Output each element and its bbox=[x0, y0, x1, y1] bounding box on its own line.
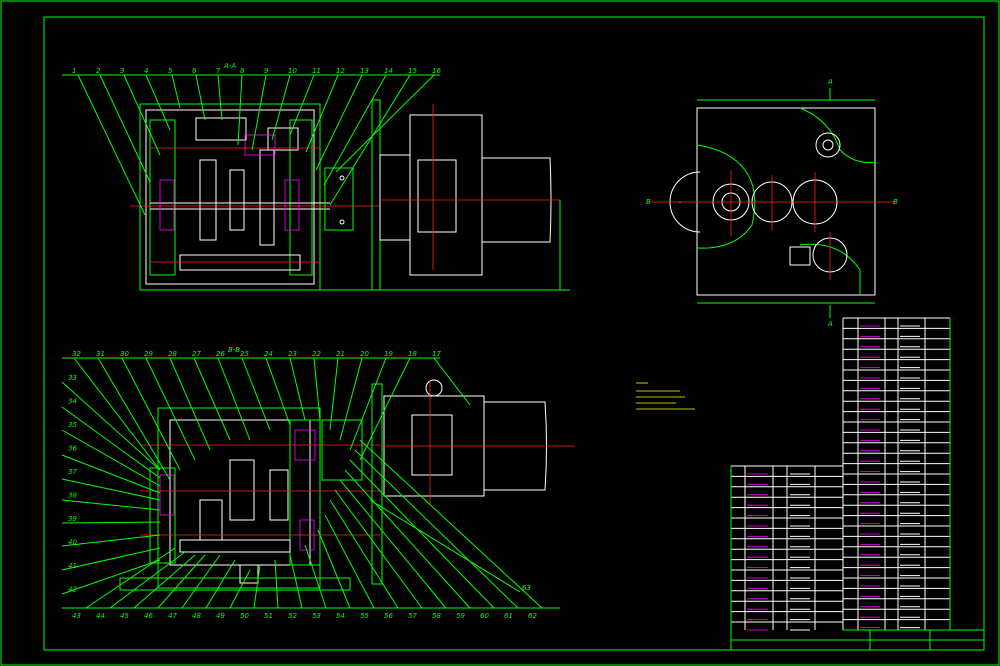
balloon-number: 58 bbox=[432, 612, 441, 620]
balloon-number: 14 bbox=[384, 67, 393, 75]
balloon-number: 18 bbox=[408, 350, 417, 358]
balloon-63: 63 bbox=[522, 584, 531, 592]
balloon-number: 53 bbox=[312, 612, 321, 620]
balloon-number: 22 bbox=[312, 350, 321, 358]
balloon-number: 33 bbox=[68, 374, 77, 382]
balloon-number: 54 bbox=[336, 612, 345, 620]
balloon-number: 39 bbox=[68, 515, 77, 523]
balloon-number: 10 bbox=[288, 67, 297, 75]
side-view bbox=[650, 88, 895, 318]
balloon-number: 34 bbox=[68, 398, 77, 406]
balloon-number: 28 bbox=[168, 350, 177, 358]
balloon-number: 50 bbox=[240, 612, 249, 620]
section-view-a bbox=[130, 99, 570, 291]
balloon-number: 24 bbox=[264, 350, 273, 358]
balloon-number: 55 bbox=[360, 612, 369, 620]
section-view-b bbox=[119, 379, 575, 591]
balloon-number: 1 bbox=[72, 67, 76, 75]
section-a-label: A-A bbox=[223, 62, 236, 70]
balloon-number: 32 bbox=[72, 350, 81, 358]
balloon-number: 42 bbox=[68, 586, 77, 594]
balloon-number: 9 bbox=[264, 67, 269, 75]
balloon-number: 8 bbox=[240, 67, 245, 75]
mark-a-top: A bbox=[827, 78, 833, 86]
balloon-number: 38 bbox=[68, 492, 77, 500]
tech-notes bbox=[636, 382, 695, 410]
balloon-number: 6 bbox=[192, 67, 197, 75]
balloon-number: 46 bbox=[144, 612, 153, 620]
balloon-number: 57 bbox=[408, 612, 417, 620]
section-b-label: B-B bbox=[228, 346, 240, 354]
balloon-number: 40 bbox=[68, 539, 77, 547]
parts-list bbox=[730, 317, 984, 650]
balloon-number: 37 bbox=[68, 468, 77, 476]
top-leaders bbox=[62, 74, 440, 216]
balloon-number: 52 bbox=[288, 612, 297, 620]
inner-frame bbox=[43, 16, 985, 651]
balloon-number: 19 bbox=[384, 350, 393, 358]
balloon-number: 26 bbox=[216, 350, 225, 358]
balloon-number: 48 bbox=[192, 612, 201, 620]
balloon-number: 23 bbox=[288, 350, 297, 358]
balloon-number: 20 bbox=[360, 350, 369, 358]
mark-b-left: B bbox=[646, 198, 651, 206]
balloon-number: 60 bbox=[480, 612, 489, 620]
balloon-number: 5 bbox=[168, 67, 173, 75]
balloon-number: 7 bbox=[216, 67, 221, 75]
balloon-number: 56 bbox=[384, 612, 393, 620]
table-cell-marks bbox=[747, 325, 920, 631]
balloon-number: 47 bbox=[168, 612, 177, 620]
balloon-number: 41 bbox=[68, 562, 77, 570]
balloon-number: 59 bbox=[456, 612, 465, 620]
balloon-number: 12 bbox=[336, 67, 345, 75]
balloon-number: 43 bbox=[72, 612, 81, 620]
balloon-number: 16 bbox=[432, 67, 441, 75]
balloon-number: 4 bbox=[144, 67, 148, 75]
balloon-number: 2 bbox=[96, 67, 101, 75]
mark-a-bottom: A bbox=[827, 320, 833, 328]
balloon-number: 45 bbox=[120, 612, 129, 620]
labels: A-A B-B A A B B 63 bbox=[223, 62, 898, 592]
balloon-number: 3 bbox=[120, 67, 124, 75]
balloon-number: 25 bbox=[240, 350, 249, 358]
balloon-number: 61 bbox=[504, 612, 513, 620]
bottom-leaders bbox=[61, 357, 560, 609]
balloon-number: 49 bbox=[216, 612, 225, 620]
balloon-number: 62 bbox=[528, 612, 537, 620]
balloon-number: 30 bbox=[120, 350, 129, 358]
balloon-number: 51 bbox=[264, 612, 273, 620]
balloon-number: 27 bbox=[192, 350, 201, 358]
balloon-number: 11 bbox=[312, 67, 321, 75]
balloon-number: 15 bbox=[408, 67, 417, 75]
balloon-number: 17 bbox=[432, 350, 441, 358]
balloon-number: 29 bbox=[144, 350, 153, 358]
balloon-number: 35 bbox=[68, 421, 77, 429]
mark-b-right: B bbox=[893, 198, 898, 206]
balloon-number: 13 bbox=[360, 67, 369, 75]
balloon-number: 36 bbox=[68, 445, 77, 453]
balloon-number: 21 bbox=[336, 350, 345, 358]
balloon-number: 44 bbox=[96, 612, 105, 620]
balloon-number: 31 bbox=[96, 350, 105, 358]
